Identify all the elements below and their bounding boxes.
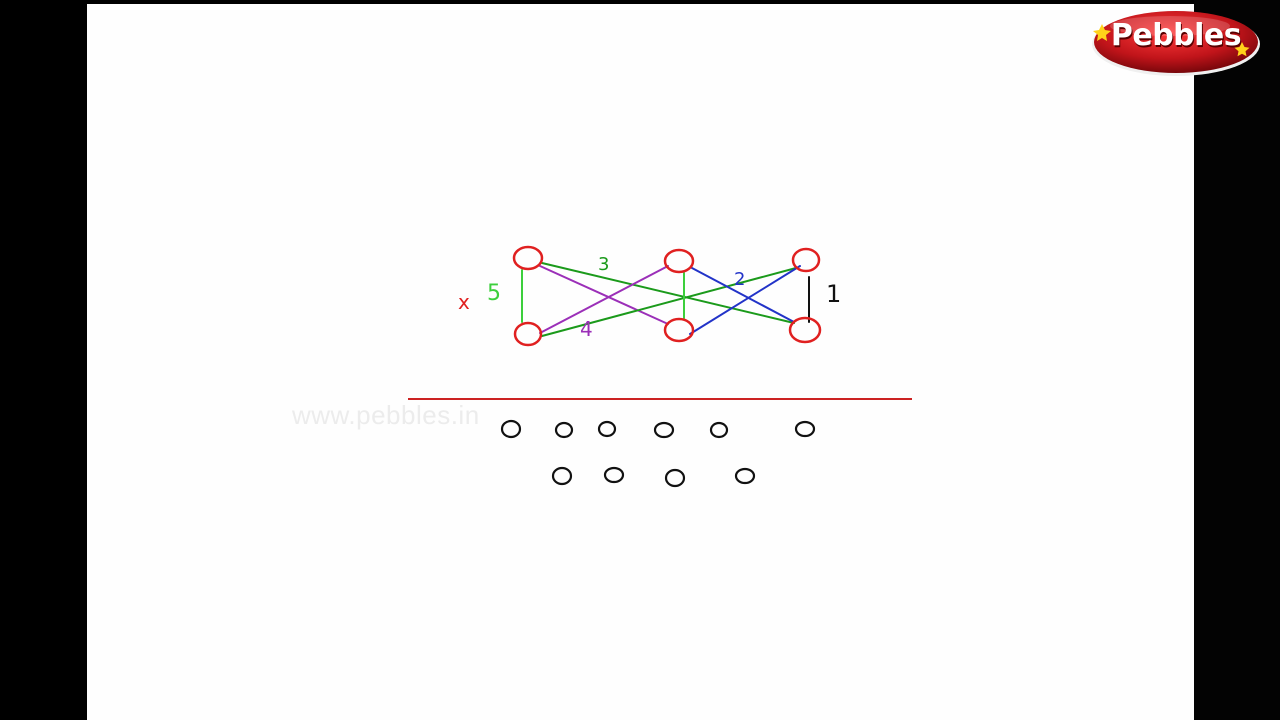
label-3: 3 [598, 254, 609, 275]
label-4: 4 [580, 317, 593, 341]
logo-text: Pebbles [1110, 18, 1242, 53]
drawn-circle [653, 421, 675, 439]
edge-green-top-left-bottom-right [541, 262, 795, 324]
drawn-circle [709, 421, 729, 439]
edge-purple-bottom-left-top-middle [539, 265, 669, 334]
drawn-circle [554, 421, 574, 439]
node-top-right [791, 247, 821, 273]
right-border [1194, 0, 1280, 720]
whiteboard [87, 4, 1194, 720]
edge-blue-bottom-middle-top-right [689, 265, 801, 335]
logo-badge-icon [1092, 11, 1260, 76]
left-border [0, 0, 87, 720]
label-5: 5 [487, 281, 501, 306]
drawn-circle [597, 420, 617, 438]
node-top-middle [663, 248, 695, 274]
drawn-circle [734, 467, 756, 485]
node-top-left [512, 245, 544, 271]
node-bottom-left [513, 321, 543, 347]
drawn-circle [500, 419, 522, 439]
drawn-circle [664, 468, 686, 488]
label-x: x [458, 290, 470, 314]
drawn-circle [603, 466, 625, 484]
edge-purple-top-left-bottom-middle [539, 265, 669, 325]
edge-blue-top-middle-bottom-right [691, 267, 795, 323]
label-2: 2 [734, 269, 745, 290]
pebbles-logo: Pebbles [1090, 4, 1262, 78]
drawn-circle [794, 420, 816, 438]
edge-green-bottom-left-top-right [541, 267, 797, 337]
node-bottom-right [788, 316, 822, 344]
drawn-circle [551, 466, 573, 486]
label-1: 1 [826, 280, 841, 308]
node-bottom-middle [663, 317, 695, 343]
watermark-text: www.pebbles.in [292, 400, 480, 430]
